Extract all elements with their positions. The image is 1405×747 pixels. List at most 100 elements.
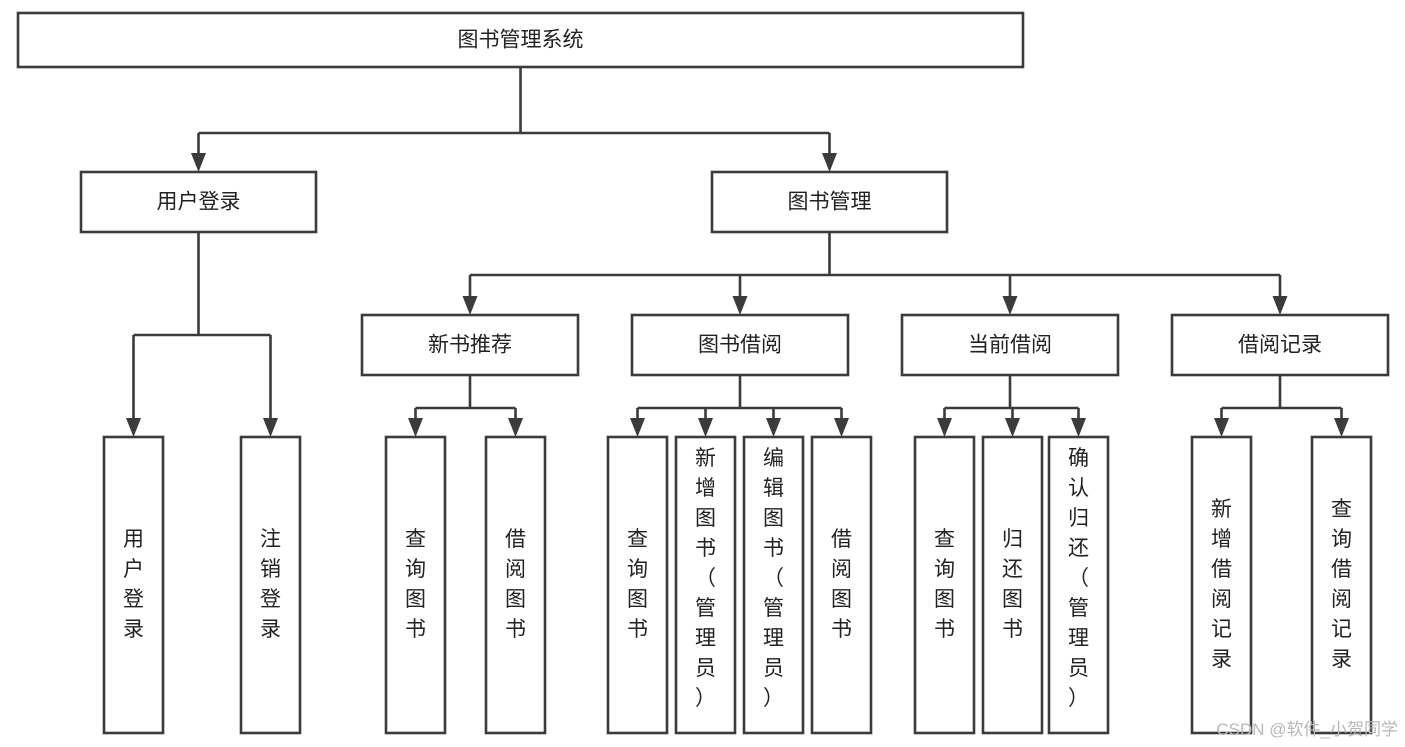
leaf-leaf-query-book-rec-char: 查 — [405, 528, 426, 551]
leaf-leaf-borrow-book-rec-char: 借 — [505, 528, 526, 551]
leaf-leaf-edit-book-char: 辑 — [763, 477, 784, 500]
connectors-layer — [126, 67, 1349, 437]
leaf-leaf-query-book-rec-char: 书 — [405, 618, 426, 641]
leaf-leaf-confirm-return-box[interactable] — [1047, 435, 1110, 735]
leaf-leaf-add-book-char: ） — [695, 687, 716, 710]
arrow-head-icon — [263, 418, 278, 437]
leaf-leaf-return-book-char: 归 — [1002, 528, 1023, 551]
arrow-head-icon — [191, 153, 206, 172]
node-borrow-record-box[interactable] — [1170, 313, 1390, 377]
leaf-leaf-return-book-box[interactable] — [981, 435, 1044, 735]
leaf-leaf-query-book-cur-char: 图 — [934, 588, 955, 611]
leaf-leaf-confirm-return-char: 管 — [1068, 597, 1089, 620]
leaf-leaf-logout-box[interactable] — [239, 435, 302, 735]
leaf-leaf-logout-char: 销 — [260, 558, 281, 581]
leaf-leaf-add-book-char: 新 — [695, 447, 716, 470]
leaf-leaf-borrow-book-rec-char: 阅 — [505, 558, 526, 581]
arrow-head-icon — [1002, 296, 1018, 315]
leaf-leaf-add-record-char: 记 — [1211, 618, 1232, 641]
node-root[interactable]: 图书管理系统 — [16, 11, 1025, 69]
node-root-box[interactable] — [16, 11, 1025, 69]
leaf-leaf-confirm-return-char: 确 — [1068, 447, 1089, 470]
arrow-head-icon — [937, 418, 952, 437]
node-user-login[interactable]: 用户登录 — [79, 170, 318, 234]
leaf-leaf-confirm-return-char: 理 — [1068, 627, 1089, 650]
leaf-leaf-borrow-book-char: 书 — [831, 618, 852, 641]
leaf-leaf-user-login-char: 用 — [123, 528, 144, 551]
leaf-leaf-edit-book-char: （ — [763, 567, 784, 590]
arrow-head-icon — [126, 418, 141, 437]
leaf-leaf-query-book-cur-char: 查 — [934, 528, 955, 551]
node-user-login-label: 用户登录 — [157, 191, 241, 214]
leaf-leaf-add-book-char: 增 — [695, 477, 716, 500]
leaf-leaf-query-book-rec-box[interactable] — [384, 435, 447, 735]
leaf-leaf-query-book-cur-box[interactable] — [913, 435, 976, 735]
node-new-book-recommend[interactable]: 新书推荐 — [360, 313, 580, 377]
leaf-leaf-borrow-book-rec-box[interactable] — [484, 435, 547, 735]
leaf-leaf-add-record-char: 增 — [1211, 528, 1232, 551]
leaf-leaf-edit-book-char: 管 — [763, 597, 784, 620]
leaf-leaf-add-book-box[interactable] — [674, 435, 737, 735]
leaf-leaf-add-record-box[interactable] — [1190, 435, 1253, 735]
leaf-leaf-query-record-char: 询 — [1331, 528, 1352, 551]
leaf-leaf-confirm-return-char: ） — [1068, 687, 1089, 710]
arrow-head-icon — [834, 418, 849, 437]
leaf-leaf-add-book-char: 管 — [695, 597, 716, 620]
node-book-management-box[interactable] — [710, 170, 949, 234]
leaf-leaf-add-book-char: 理 — [695, 627, 716, 650]
leaf-leaf-borrow-book-char: 图 — [831, 588, 852, 611]
leaf-leaf-add-record-char: 新 — [1211, 498, 1232, 521]
leaf-leaf-edit-book-char: ） — [763, 687, 784, 710]
leaf-leaf-add-record-char: 录 — [1211, 648, 1232, 671]
node-book-borrow-box[interactable] — [630, 313, 850, 377]
node-new-book-recommend-label: 新书推荐 — [428, 334, 512, 357]
arrow-head-icon — [698, 418, 713, 437]
node-book-management[interactable]: 图书管理 — [710, 170, 949, 234]
leaf-leaf-query-book-borrow-char: 查 — [627, 528, 648, 551]
leaf-leaf-query-record-char: 阅 — [1331, 588, 1352, 611]
node-new-book-recommend-box[interactable] — [360, 313, 580, 377]
node-book-borrow-label: 图书借阅 — [698, 334, 782, 357]
leaf-leaf-edit-book-box[interactable] — [742, 435, 805, 735]
leaf-leaf-query-book-rec-char: 询 — [405, 558, 426, 581]
leaf-leaf-borrow-book-char: 借 — [831, 528, 852, 551]
arrow-head-icon — [822, 153, 837, 172]
leaf-leaf-borrow-book-box[interactable] — [810, 435, 873, 735]
arrow-head-icon — [408, 418, 423, 437]
node-book-management-label: 图书管理 — [788, 191, 872, 214]
node-borrow-record[interactable]: 借阅记录 — [1170, 313, 1390, 377]
leaf-leaf-user-login-box[interactable] — [102, 435, 165, 735]
node-book-borrow[interactable]: 图书借阅 — [630, 313, 850, 377]
node-current-borrow[interactable]: 当前借阅 — [900, 313, 1120, 377]
leaf-leaf-query-record-char: 记 — [1331, 618, 1352, 641]
leaf-leaf-add-book-char: 图 — [695, 507, 716, 530]
node-user-login-box[interactable] — [79, 170, 318, 234]
node-current-borrow-box[interactable] — [900, 313, 1120, 377]
leaf-leaf-logout-char: 录 — [260, 618, 281, 641]
leaf-leaf-user-login[interactable]: 用户登录 — [102, 435, 165, 735]
leaf-leaf-query-book-borrow-char: 询 — [627, 558, 648, 581]
leaf-leaf-user-login-char: 录 — [123, 618, 144, 641]
leaf-leaf-query-book-borrow-char: 图 — [627, 588, 648, 611]
arrow-head-icon — [1334, 418, 1349, 437]
leaf-leaf-query-record-box[interactable] — [1310, 435, 1373, 735]
leaf-leaf-logout-char: 注 — [260, 528, 281, 551]
leaf-leaf-query-book-borrow-box[interactable] — [606, 435, 669, 735]
leaf-leaf-query-record-char: 查 — [1331, 498, 1352, 521]
leaf-leaf-borrow-book-rec-char: 图 — [505, 588, 526, 611]
leaf-leaf-return-book-char: 还 — [1002, 558, 1023, 581]
